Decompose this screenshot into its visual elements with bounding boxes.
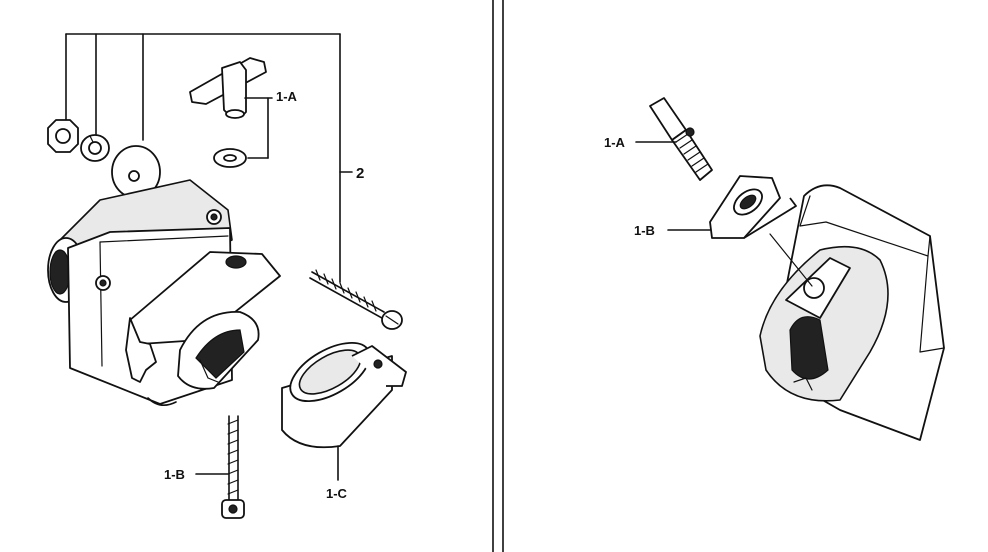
clamp-block-right <box>759 184 945 441</box>
tube-sleeve <box>281 341 407 449</box>
callout-1a-left: 1-A <box>276 89 297 104</box>
callout-1b-right: 1-B <box>634 223 655 238</box>
callout-1b-left: 1-B <box>164 467 185 482</box>
clamp-body <box>47 179 281 406</box>
callout-2: 2 <box>356 165 365 182</box>
small-washer <box>213 148 247 168</box>
wing-bolt <box>189 57 267 119</box>
assembly-guide-line <box>769 233 813 287</box>
leader-1a-left <box>244 97 273 159</box>
group-2-bracket <box>65 33 353 283</box>
spring-washer <box>80 134 110 162</box>
long-screw <box>309 269 403 330</box>
hex-bolt-left <box>221 415 245 519</box>
hex-nut <box>47 119 79 153</box>
threaded-pin <box>649 97 713 181</box>
callout-1c: 1-C <box>326 486 347 501</box>
wedge-block <box>709 175 797 239</box>
callout-1a-right: 1-A <box>604 135 625 150</box>
panel-divider <box>492 0 504 552</box>
